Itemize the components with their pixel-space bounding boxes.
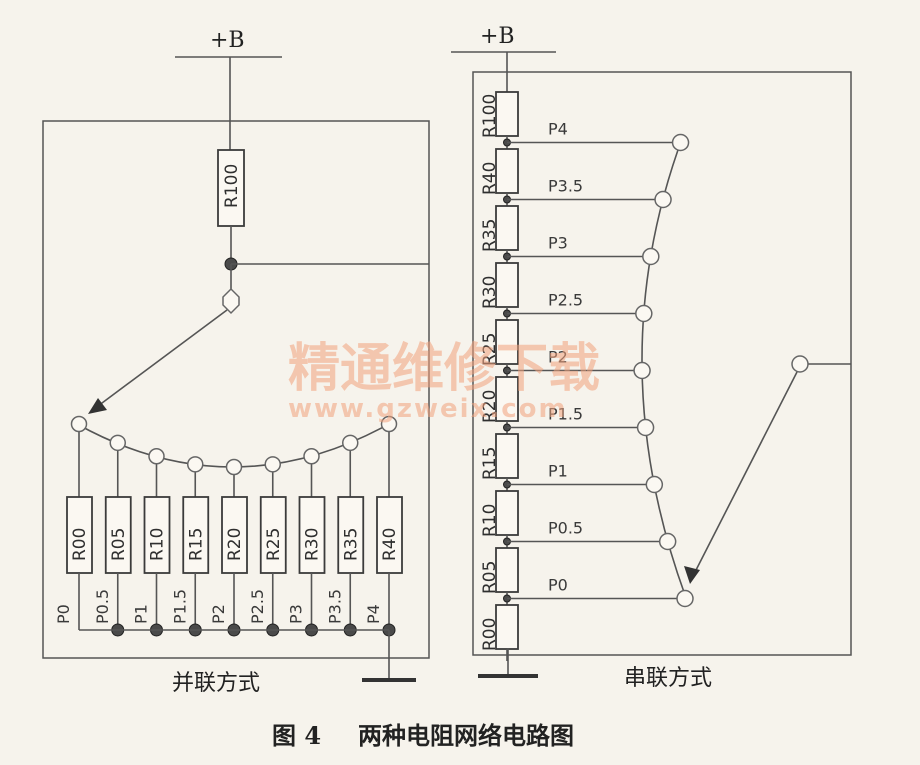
resistor-label-left: R40 (380, 528, 400, 561)
wiper-arrow-right (684, 566, 700, 584)
tap-contact-left (225, 458, 243, 476)
resistor-label-right: R100 (480, 94, 500, 138)
tap-contact-left (342, 434, 359, 452)
resistor-label-right: R00 (480, 618, 500, 651)
left-frame (42, 120, 430, 659)
position-label-left: P4 (364, 604, 383, 624)
tap-label-right: P3.5 (548, 177, 583, 196)
resistor-label-left: R15 (186, 528, 206, 561)
resistor-label-left: R10 (148, 528, 168, 561)
resistor-label-left: R30 (303, 528, 323, 561)
position-label-left: P0 (54, 604, 73, 624)
resistor-label-right: R15 (480, 447, 500, 480)
resistor-label-right: R10 (480, 504, 500, 537)
position-label-left: P3.5 (325, 589, 344, 624)
tap-contact-right (676, 589, 694, 608)
resistor-label-left: R05 (109, 528, 129, 561)
left-circuit-title: 并联方式 (172, 671, 260, 696)
tap-label-right: P2 (548, 348, 568, 367)
tap-contact-right (671, 133, 690, 152)
right-circuit-title: 串联方式 (624, 666, 712, 691)
resistor-left (259, 496, 287, 574)
resistor-label-left: R25 (264, 528, 284, 561)
tap-label-right: P1.5 (548, 405, 583, 424)
position-label-left: P0.5 (93, 589, 112, 624)
wiper-pivot-right (791, 355, 809, 373)
tap-contact-right (636, 418, 655, 437)
resistor-label-right: R30 (480, 276, 500, 309)
tap-contact-left (264, 456, 281, 473)
wiper-arrow-left (88, 398, 107, 414)
tap-contact-right (642, 247, 660, 266)
tap-contact-right (658, 532, 677, 551)
position-label-left: P2.5 (248, 589, 267, 624)
tap-contact-left (187, 456, 204, 473)
tap-contact-left (70, 415, 88, 433)
resistor-label-left: R20 (225, 528, 245, 561)
resistor-label-right: R20 (480, 390, 500, 423)
tap-label-right: P1 (548, 462, 568, 481)
resistor-left (337, 496, 365, 574)
tap-contact-right (633, 361, 651, 380)
figure-caption: 两种电阻网络电路图 (358, 721, 574, 750)
resistor-r100-left (217, 149, 245, 227)
position-label-left: P1.5 (170, 589, 189, 624)
supply-label-right: +B (480, 24, 515, 49)
resistor-label-left: R35 (341, 528, 361, 561)
resistor-label-left: R00 (70, 528, 90, 561)
resistor-label-r100-left: R100 (222, 164, 242, 208)
tap-contact-right (654, 190, 672, 209)
resistor-label-right: R35 (480, 219, 500, 252)
tap-contact-left (380, 415, 398, 433)
tap-contact-left (148, 448, 165, 465)
tap-label-right: P3 (548, 234, 568, 253)
tap-label-right: P4 (548, 120, 568, 139)
resistor-label-right: R25 (480, 333, 500, 366)
watermark-text: 精通维修下载 (288, 339, 600, 399)
resistor-left (66, 496, 93, 574)
wiper-pivot (222, 287, 240, 315)
tap-contact-right (645, 475, 664, 494)
tap-label-right: P2.5 (548, 291, 583, 310)
position-label-left: P1 (132, 604, 151, 624)
tap-contact-right (635, 304, 653, 323)
figure-number: 图 4 (272, 721, 321, 750)
supply-label-left: +B (210, 28, 245, 53)
resistor-label-right: R05 (480, 561, 500, 594)
tap-contact-left (109, 434, 126, 452)
resistor-label-right: R40 (480, 162, 500, 195)
position-label-left: P3 (287, 604, 306, 624)
tap-label-right: P0.5 (548, 519, 583, 538)
tap-contact-left (303, 448, 320, 465)
position-label-left: P2 (209, 604, 228, 624)
watermark-url: www.gzweix.com (288, 394, 568, 424)
wiper-arm-left (97, 309, 228, 407)
resistor-left (182, 496, 210, 574)
wiper-arm-right (693, 371, 798, 575)
tap-label-right: P0 (548, 576, 568, 595)
